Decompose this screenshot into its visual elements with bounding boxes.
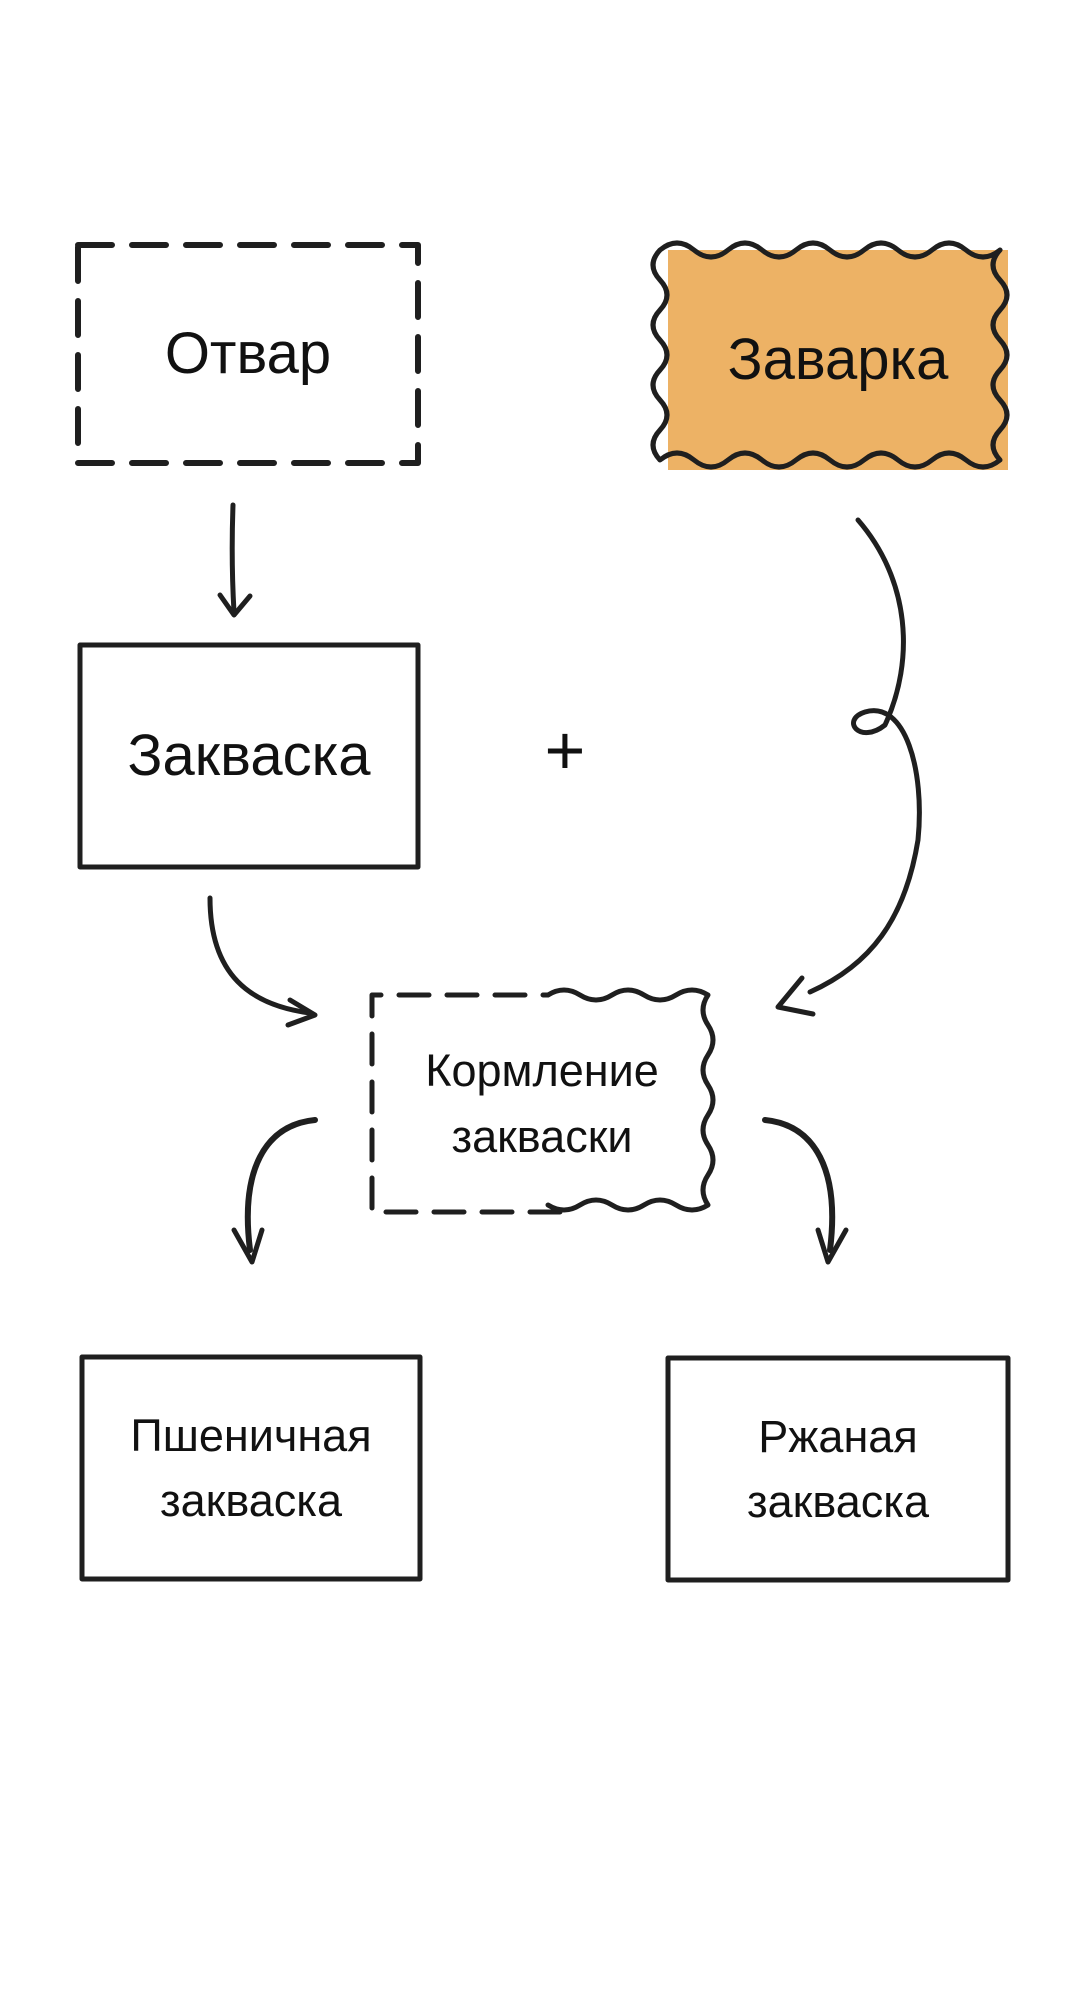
arrow-kormlenie-to-pshenichnaya	[244, 1117, 318, 1253]
arrowhead-kormlenie-to-pshenichnaya	[231, 1227, 265, 1265]
arrow-otvar-to-zakvaska	[229, 502, 237, 615]
pshenichnaya-line-1: Пшеничная	[130, 1409, 372, 1461]
plus-operator: +	[544, 711, 586, 789]
node-pshenichnaya-label: Пшеничная закваска	[82, 1357, 420, 1579]
arrowhead-zavarka-to-kormlenie	[775, 975, 816, 1017]
arrow-zavarka-to-kormlenie	[807, 517, 922, 995]
arrow-kormlenie-to-rzhanaya	[762, 1117, 836, 1253]
kormlenie-box-wavy-border	[545, 987, 716, 1213]
otvar-box	[75, 242, 421, 466]
arrowhead-otvar-to-zakvaska	[217, 592, 253, 618]
pshenichnaya-box	[79, 1354, 423, 1582]
node-rzhanaya-label: Ржаная закваска	[668, 1358, 1008, 1580]
pshenichnaya-line-2: закваска	[160, 1475, 342, 1526]
node-zavarka-label: Заварка	[727, 327, 949, 393]
rzhanaya-line-1: Ржаная	[758, 1410, 918, 1462]
node-zakvaska-label: Закваска	[127, 723, 371, 789]
node-otvar-label: Отвар	[164, 321, 332, 387]
kormlenie-line-2: закваски	[451, 1110, 633, 1162]
kormlenie-line-1: Кормление	[425, 1045, 659, 1097]
node-kormlenie-label: Кормление закваски	[372, 995, 712, 1212]
arrowhead-kormlenie-to-rzhanaya	[815, 1227, 849, 1265]
zavarka-box-fill	[668, 250, 1008, 470]
zakvaska-box	[77, 642, 421, 870]
rzhanaya-line-2: закваска	[747, 1476, 929, 1527]
arrow-zakvaska-to-kormlenie	[207, 895, 313, 1016]
kormlenie-box-dashed-border	[369, 992, 563, 1215]
zavarka-box-wavy-border	[650, 240, 1010, 470]
arrowhead-zakvaska-to-kormlenie	[285, 997, 318, 1028]
rzhanaya-box	[665, 1355, 1011, 1583]
